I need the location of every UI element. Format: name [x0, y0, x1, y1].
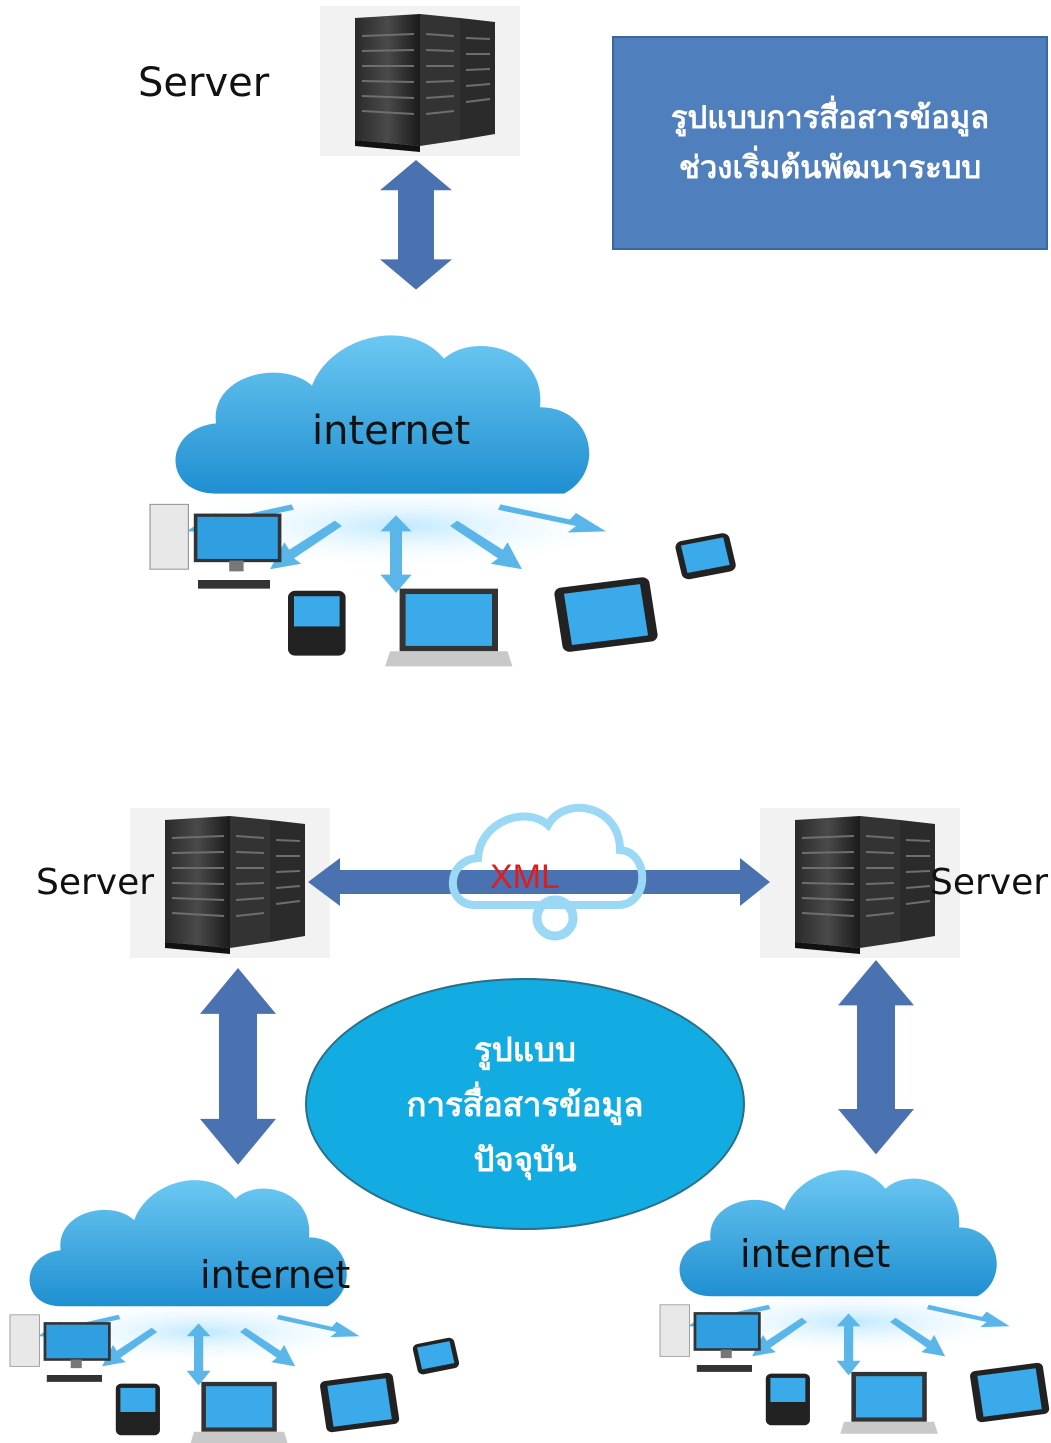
server-rack-icon [319, 5, 521, 157]
cloud-gear-icon [448, 803, 647, 941]
oval-line: การสื่อสารข้อมูล [406, 1084, 644, 1124]
server-label: Server [930, 862, 1049, 903]
title-line: รูปแบบการสื่อสารข้อมูล [670, 100, 990, 136]
double-arrow-vertical [838, 960, 914, 1155]
cloud-icon [148, 333, 739, 669]
internet-label: internet [200, 1253, 351, 1297]
server-rack-icon [129, 807, 331, 959]
internet-label: internet [312, 408, 471, 454]
oval-line: รูปแบบ [474, 1029, 576, 1069]
double-arrow-vertical [380, 160, 452, 290]
internet-label: internet [740, 1232, 891, 1276]
double-arrow-horizontal [308, 858, 770, 906]
double-arrow-vertical [200, 968, 276, 1165]
server-label: Server [138, 60, 270, 106]
cloud-icon [8, 1178, 462, 1443]
server-label: Server [36, 862, 155, 903]
oval-line: ปัจจุบัน [473, 1139, 577, 1179]
cloud-icon [658, 1168, 1051, 1436]
title-box: รูปแบบการสื่อสารข้อมูล ช่วงเริ่มต้นพัฒนา… [612, 36, 1048, 250]
current-model-oval: รูปแบบ การสื่อสารข้อมูล ปัจจุบัน [305, 978, 745, 1230]
title-line: ช่วงเริ่มต้นพัฒนาระบบ [678, 150, 982, 186]
xml-label: XML [490, 858, 560, 896]
